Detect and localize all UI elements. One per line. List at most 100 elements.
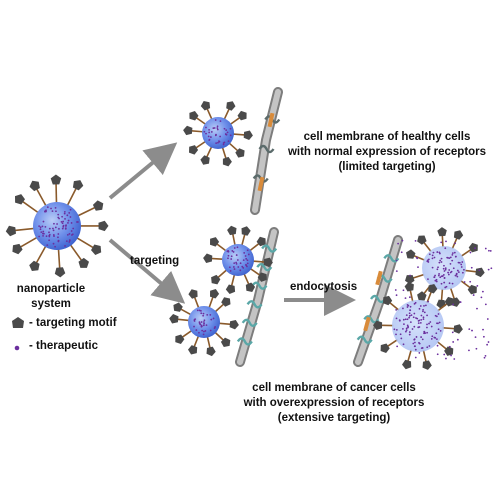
therapeutic-dot [200, 325, 203, 328]
therapeutic-dot [42, 220, 45, 223]
therapeutic-dot [65, 240, 68, 243]
therapeutic-dot [399, 333, 402, 336]
therapeutic-dot [449, 271, 452, 274]
therapeutic-dot [407, 326, 409, 329]
therapeutic-dot [461, 261, 464, 263]
targeting-motif [437, 227, 447, 237]
targeting-motif [245, 282, 256, 292]
therapeutic-dot [395, 294, 398, 297]
therapeutic-dot [420, 347, 423, 350]
therapeutic-dot [443, 264, 445, 267]
therapeutic-dot [63, 211, 66, 213]
therapeutic-dot [460, 263, 463, 266]
therapeutic-dot [64, 217, 66, 220]
therapeutic-dot [468, 328, 471, 331]
therapeutic-dot [246, 262, 249, 265]
therapeutic-dot [423, 330, 426, 333]
therapeutic-dot [70, 234, 73, 236]
therapeutic-dot [407, 304, 410, 307]
therapeutic-dot [427, 278, 429, 281]
therapeutic-dot [69, 208, 72, 211]
therapeutic-dot [225, 129, 228, 132]
therapeutic-dot [448, 282, 451, 285]
therapeutic-dot [225, 133, 228, 136]
therapeutic-dot [52, 242, 55, 245]
nanoparticle-system-label: nanoparticle system [6, 282, 96, 312]
therapeutic-dot [222, 143, 225, 146]
therapeutic-dot [233, 268, 236, 270]
therapeutic-dot [58, 217, 60, 220]
therapeutic-dot [452, 303, 455, 306]
therapeutic-dot [65, 225, 67, 227]
therapeutic-dot [395, 259, 398, 262]
therapeutic-dot [408, 314, 411, 317]
therapeutic-dot [38, 235, 41, 238]
therapeutic-dot [409, 321, 412, 324]
targeting-motif [229, 320, 239, 330]
legend-targeting-motif: - targeting motif [29, 317, 117, 329]
targeting-motif [453, 324, 463, 334]
therapeutic-dot [63, 212, 66, 215]
therapeutic-dot [203, 319, 206, 322]
therapeutic-dot [452, 341, 455, 343]
therapeutic-dot [438, 273, 440, 275]
targeting-motif [475, 267, 485, 278]
therapeutic-dot [417, 266, 419, 269]
therapeutic-dot [205, 132, 207, 135]
targeting-motif [188, 289, 198, 299]
therapeutic-dot [469, 280, 472, 283]
therapeutic-dot [423, 304, 425, 307]
therapeutic-dot [76, 221, 78, 223]
therapeutic-dot [488, 249, 490, 252]
targeting-motif [263, 257, 273, 268]
therapeutic-dot [402, 327, 404, 330]
therapeutic-dot [57, 236, 59, 239]
therapeutic-dot [439, 259, 442, 262]
therapeutic-dot [428, 253, 431, 256]
therapeutic-dot [480, 296, 483, 299]
therapeutic-dot [484, 354, 487, 357]
therapeutic-dot [229, 134, 232, 137]
therapeutic-dot [422, 318, 425, 321]
therapeutic-dot [451, 252, 454, 255]
therapeutic-dot [205, 324, 208, 327]
therapeutic-dot [41, 225, 44, 228]
therapeutic-dot [68, 233, 71, 235]
therapeutic-dot [408, 316, 411, 319]
therapeutic-dot [437, 274, 440, 277]
therapeutic-dot [209, 329, 212, 332]
therapeutic-dot [486, 343, 489, 346]
therapeutic-dot [418, 307, 421, 310]
therapeutic-dot [448, 345, 451, 348]
therapeutic-dot [214, 119, 217, 121]
therapeutic-dot [487, 268, 490, 271]
therapeutic-dot [445, 285, 448, 288]
therapeutic-dot [456, 338, 459, 341]
therapeutic-dot [428, 345, 431, 347]
targeting-motif [222, 156, 232, 167]
therapeutic-dot [206, 313, 209, 316]
receptor [370, 294, 386, 304]
therapeutic-dot [453, 358, 456, 360]
legend-icons [12, 317, 24, 351]
therapeutic-dot [403, 323, 405, 325]
therapeutic-dot [48, 233, 51, 236]
therapeutic-dot [490, 267, 493, 270]
therapeutic-dot [444, 247, 447, 250]
therapeutic-dot [423, 311, 426, 314]
therapeutic-dot [405, 329, 408, 332]
therapeutic-dot [230, 255, 233, 258]
therapeutic-dot [215, 133, 217, 136]
therapeutic-dot [419, 321, 422, 324]
therapeutic-dot [412, 342, 415, 345]
therapeutic-dot [420, 336, 423, 338]
therapeutic-dot [483, 356, 486, 359]
therapeutic-dot [394, 289, 397, 291]
healthy-line-3: (limited targeting) [338, 161, 436, 173]
targeting-motif [417, 291, 427, 301]
therapeutic-dot [198, 309, 201, 312]
therapeutic-dot [431, 257, 434, 260]
therapeutic-dot [449, 262, 452, 265]
therapeutic-dot [203, 130, 206, 133]
therapeutic-dot [204, 330, 207, 332]
